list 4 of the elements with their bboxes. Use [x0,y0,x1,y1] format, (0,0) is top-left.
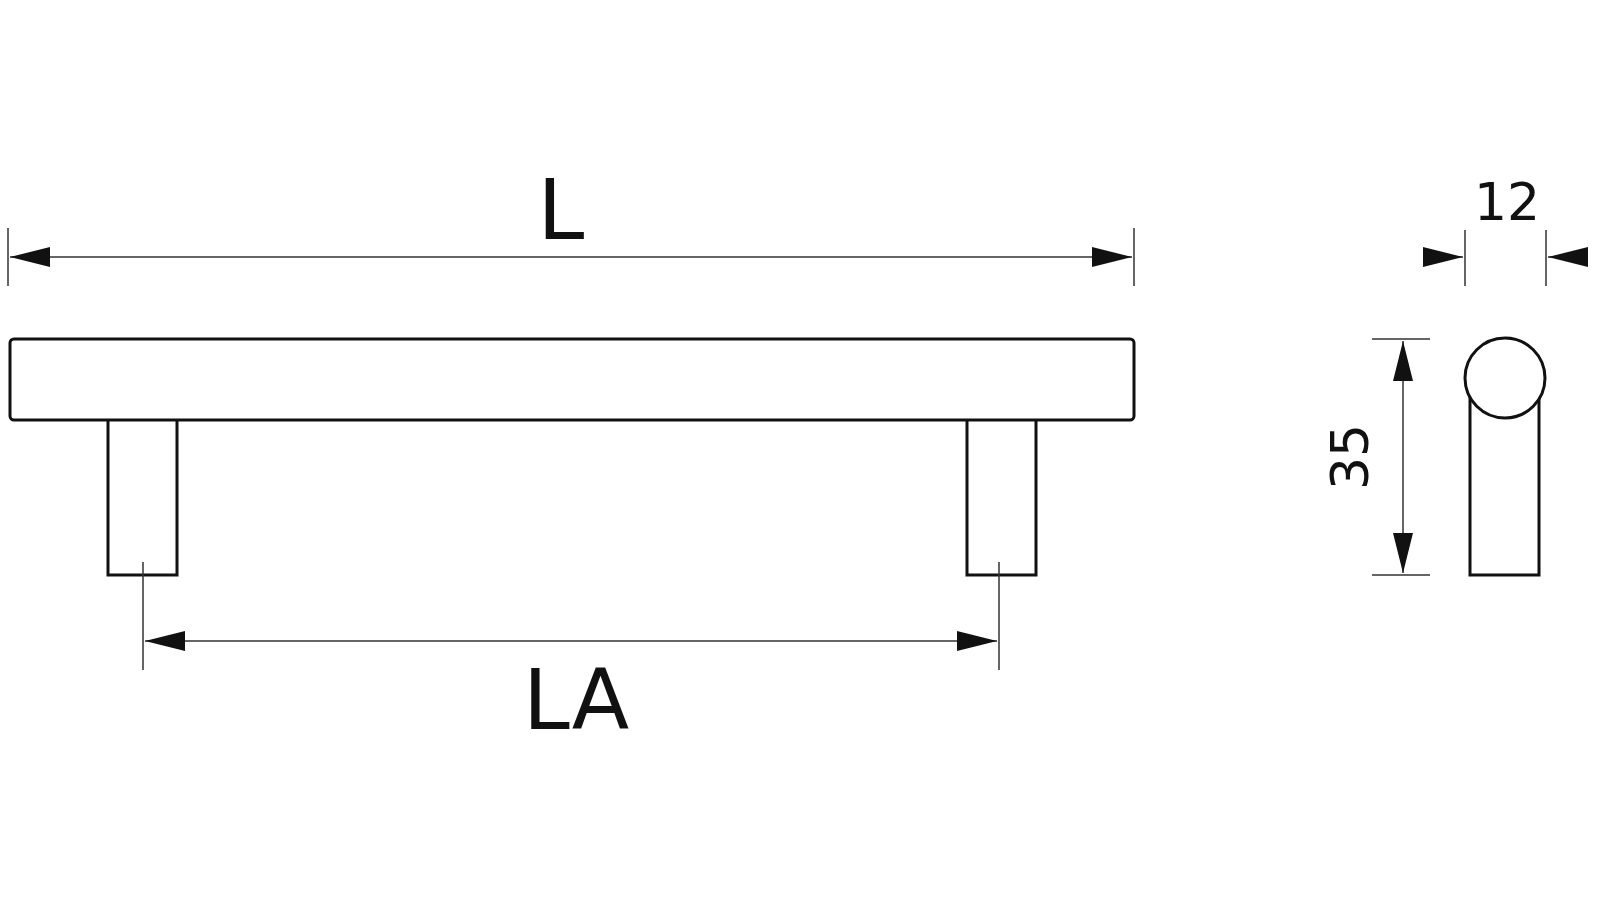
dimension-label: L [537,168,585,252]
dimension-label: LA [523,658,630,742]
dimension-label: 35 [1324,423,1377,491]
dimension-label: 12 [1474,176,1541,228]
